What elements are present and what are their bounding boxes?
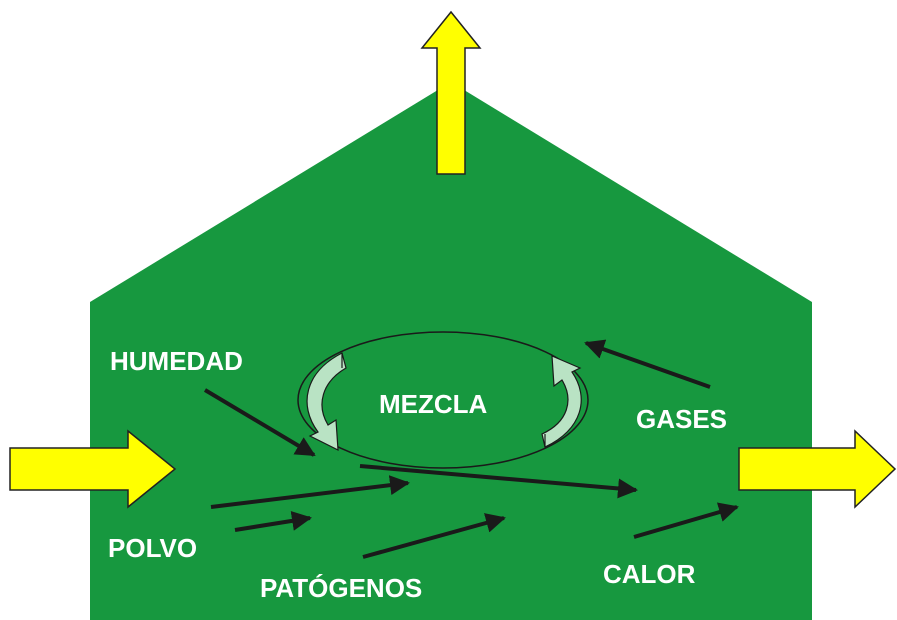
label-mix: MEZCLA	[379, 389, 488, 419]
label-dust: POLVO	[108, 533, 197, 563]
heat-arrow	[633, 502, 739, 539]
air-inlet-arrow	[9, 429, 177, 509]
label-gases: GASES	[636, 404, 727, 434]
pollutant-arrows	[203, 339, 739, 559]
mix-swirl-left-icon	[306, 352, 347, 452]
mix-swirl-right-icon	[541, 355, 582, 448]
label-pathogens: PATÓGENOS	[260, 573, 422, 603]
mixing-zone-ellipse	[297, 331, 589, 469]
roof-exhaust-arrow	[420, 10, 482, 175]
dust-arrow-lower	[234, 510, 312, 532]
label-heat: CALOR	[603, 559, 696, 589]
pathogens-arrow	[362, 513, 506, 559]
label-humidity: HUMEDAD	[110, 346, 243, 376]
gases-arrow	[584, 339, 711, 389]
humidity-arrow	[203, 388, 316, 457]
mix-ribbon-top	[341, 353, 546, 447]
mix-outflow-arrow	[359, 464, 638, 499]
dust-arrow-upper	[210, 475, 410, 509]
side-exhaust-arrow	[738, 429, 897, 509]
